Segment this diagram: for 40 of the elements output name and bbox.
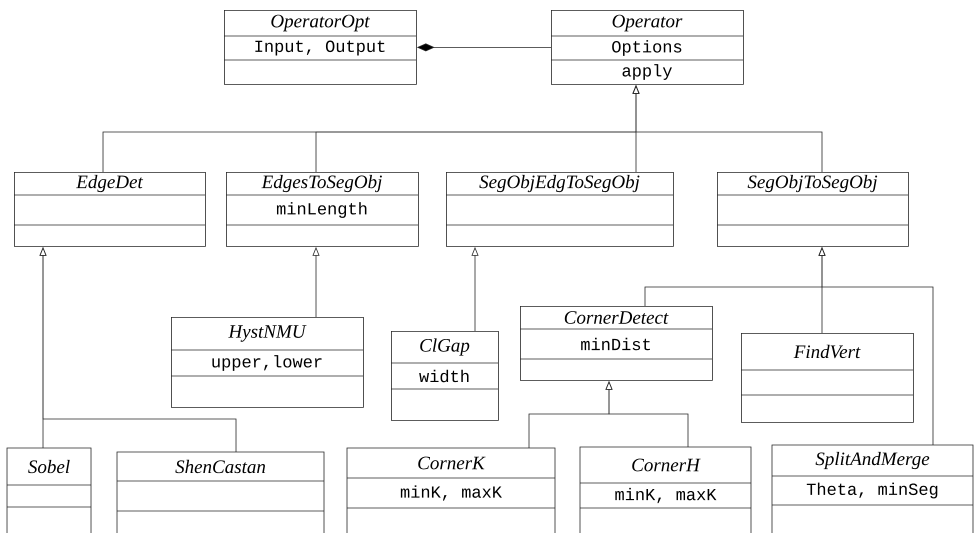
- attribute-text: upper,lower: [212, 355, 322, 371]
- class-box: [116, 452, 324, 533]
- class-box: [226, 172, 419, 247]
- class-box: [520, 306, 713, 381]
- class-name: EdgesToSegObj: [261, 174, 382, 192]
- class-name: FindVert: [794, 344, 861, 358]
- class-box: [224, 10, 417, 85]
- class-name: EdgeDet: [76, 174, 144, 192]
- attribute-text: width: [419, 370, 468, 382]
- class-name: ShenCastan: [175, 460, 266, 474]
- class-box: [740, 333, 914, 423]
- class-name: SegObjToSegObj: [748, 174, 878, 192]
- class-box: [170, 317, 364, 408]
- attribute-text: minK, maxK: [400, 485, 502, 501]
- class-name: CornerH: [632, 458, 701, 472]
- attribute-text: Options: [612, 40, 682, 56]
- class-box: [14, 172, 206, 247]
- class-name: ClGap: [420, 338, 470, 356]
- class-name: CornerDetect: [564, 311, 669, 324]
- class-box: [390, 331, 499, 421]
- class-box: [346, 448, 556, 533]
- class-name: HystNMU: [228, 325, 307, 342]
- class-box: [550, 10, 744, 85]
- attribute-text: apply: [622, 64, 672, 80]
- class-name: Operator: [612, 14, 682, 32]
- class-box: [772, 444, 974, 533]
- attribute-text: minDist: [581, 338, 650, 350]
- class-box: [716, 172, 909, 247]
- class-box: [6, 448, 92, 533]
- class-name: Sobel: [28, 460, 70, 474]
- class-name: CornerK: [418, 456, 486, 470]
- class-box: [580, 446, 752, 533]
- class-box: [446, 172, 674, 247]
- class-name: SplitAndMerge: [816, 452, 930, 470]
- class-name: OperatorOpt: [271, 14, 370, 32]
- attribute-text: Input, Output: [255, 40, 385, 56]
- attribute-text: Theta, minSeg: [806, 482, 938, 498]
- attribute-text: minK, maxK: [615, 488, 716, 504]
- class-name: SegObjEdgToSegObj: [479, 174, 640, 192]
- attribute-text: minLength: [276, 202, 366, 218]
